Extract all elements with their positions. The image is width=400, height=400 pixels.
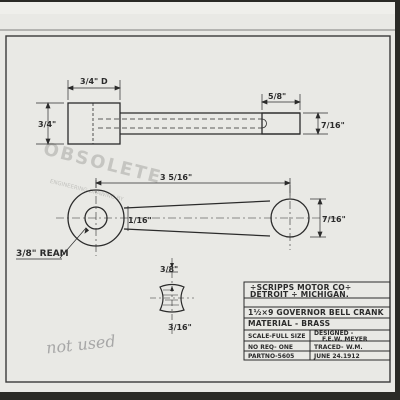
hub-block — [67, 102, 121, 145]
material: MATERIAL - BRASS — [248, 319, 330, 328]
designed-by: F.E.W. MEYER — [322, 336, 368, 343]
plan-dimensions — [59, 178, 326, 259]
end-block — [261, 112, 301, 135]
section-top-dim: 3/8" — [160, 265, 178, 274]
part-number: PARTNO-5605 — [248, 353, 294, 360]
company-location: DETROIT ÷ MICHIGAN. — [250, 290, 349, 299]
plan-arm-bottom — [123, 228, 271, 237]
plan-view — [56, 180, 336, 256]
end-height-dim: 7/16" — [321, 121, 345, 130]
section-view — [150, 258, 194, 335]
arm-width-dim: 1/16" — [128, 216, 152, 225]
plan-end-height-dim: 7/16" — [322, 215, 346, 224]
title-block — [243, 281, 391, 361]
ream-callout: 3/8" REAM — [16, 249, 69, 259]
scale: SCALE-FULL SIZE — [248, 333, 306, 340]
designed-label: DESIGNED - — [314, 330, 354, 337]
drawing-border — [5, 35, 391, 383]
section-bottom-dim: 3/16" — [168, 323, 192, 332]
end-width-dim: 5/8" — [268, 92, 286, 101]
section-outline — [159, 283, 185, 313]
traced-by: W.M. — [346, 344, 363, 351]
part-name: 1½×9 GOVERNOR BELL CRANK — [248, 308, 385, 317]
elevation-view — [67, 102, 301, 145]
paper — [0, 2, 395, 392]
drawing-date: JUNE 24.1912 — [313, 353, 360, 360]
hub-height-dim: 3/4" — [38, 120, 56, 129]
no-req: NO REQ- ONE — [248, 344, 293, 351]
hub-length-dim: 3/4" D — [80, 77, 108, 86]
traced-label: TRACED- — [314, 344, 344, 351]
company-name: ÷SCRIPPS MOTOR CO÷ — [250, 283, 351, 292]
elevation-dimensions — [36, 80, 328, 145]
overall-length-dim: 3 5/16" — [160, 173, 192, 182]
plan-arm-top — [123, 200, 271, 209]
